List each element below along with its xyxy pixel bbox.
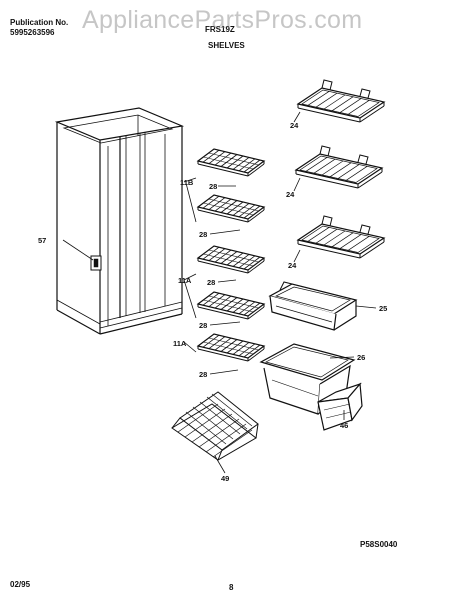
freezer-basket xyxy=(171,391,259,461)
freezer-wire-shelf-1 xyxy=(197,148,265,177)
freezer-wire-shelf-4 xyxy=(197,291,265,320)
part-label-26: 26 xyxy=(357,353,365,362)
freezer-wire-shelf-2 xyxy=(197,194,265,223)
part-label-11a-lower: 11A xyxy=(173,339,187,348)
part-label-28-d: 28 xyxy=(199,321,207,330)
refrigerator-cabinet xyxy=(54,107,185,335)
part-label-28-b: 28 xyxy=(199,230,207,239)
watermark: AppliancePartsPros.com xyxy=(82,6,363,34)
part-label-28-c: 28 xyxy=(207,278,215,287)
part-label-28-e: 28 xyxy=(199,370,207,379)
part-label-25: 25 xyxy=(379,304,387,313)
part-label-24-top: 24 xyxy=(290,121,299,130)
leader-lines xyxy=(62,111,377,474)
part-label-11a-upper: 11A xyxy=(178,276,192,285)
fresh-food-shelf-2 xyxy=(295,145,383,189)
drawing-code: P58S0040 xyxy=(360,540,398,549)
page-number: 8 xyxy=(229,583,234,592)
section-title: SHELVES xyxy=(208,41,245,50)
part-label-57: 57 xyxy=(38,236,46,245)
footer-date: 02/95 xyxy=(10,580,31,589)
crisper-cover-frame xyxy=(268,281,358,331)
part-label-24-middle: 24 xyxy=(286,190,295,199)
publication-number: 5995263596 xyxy=(10,28,55,37)
freezer-wire-shelf-3 xyxy=(197,245,265,274)
part-label-24-bottom: 24 xyxy=(288,261,297,270)
model-number: FRS19Z xyxy=(205,25,235,34)
freezer-wire-shelf-5 xyxy=(197,333,265,362)
part-label-46: 46 xyxy=(340,421,348,430)
crisper-pan xyxy=(259,343,356,415)
part-label-28-a: 28 xyxy=(209,182,217,191)
publication-label: Publication No. xyxy=(10,18,69,27)
part-label-11b: 11B xyxy=(180,178,194,187)
fresh-food-shelf-3 xyxy=(297,215,385,259)
fresh-food-shelf-1 xyxy=(297,79,385,123)
part-label-49: 49 xyxy=(221,474,229,483)
crisper-pan-front xyxy=(317,382,363,431)
